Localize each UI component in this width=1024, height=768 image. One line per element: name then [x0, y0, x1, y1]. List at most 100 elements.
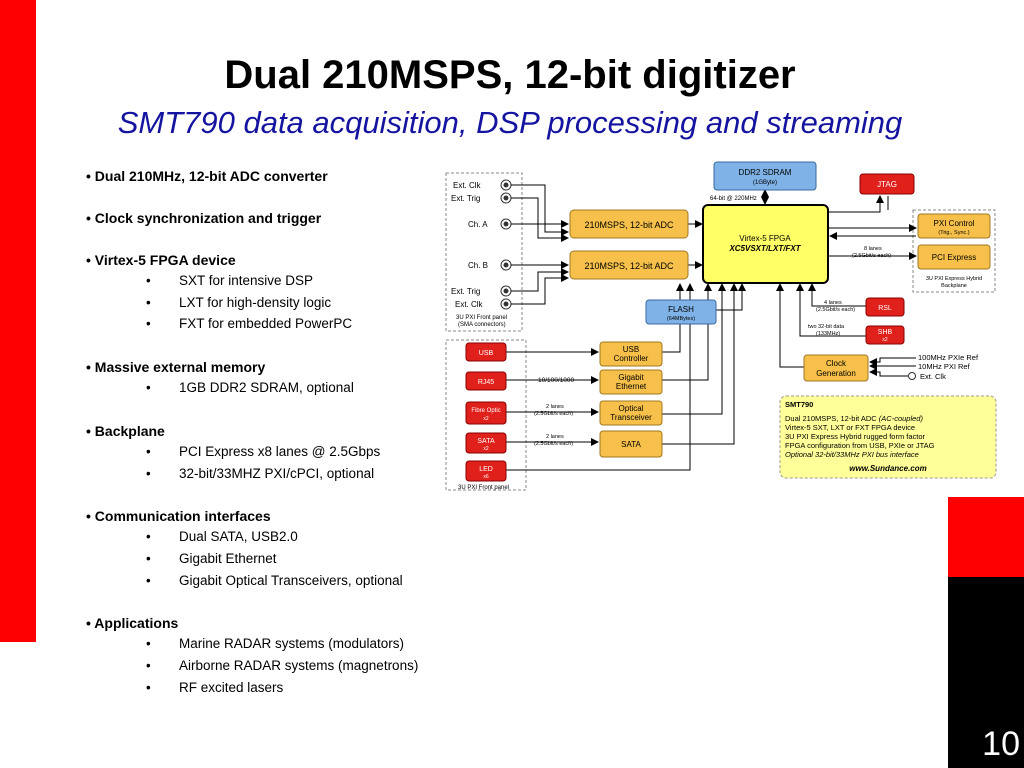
slide-subtitle: SMT790 data acquisition, DSP processing … [117, 105, 903, 140]
info-line: Dual 210MSPS, 12-bit ADC (AC-coupled) [785, 414, 923, 423]
info-title: SMT790 [785, 400, 813, 409]
pcie-lanes-label: 8 lanes [864, 246, 882, 252]
front-panel-bottom-label: 3U PXI Front panel [458, 485, 509, 491]
fibre-optic-port-block [465, 401, 507, 425]
bullet-list: • Dual 210MHz, 12-bit ADC converter • Cl… [86, 166, 446, 720]
info-line: FPGA configuration from USB, PXIe or JTA… [785, 441, 935, 450]
input-label: Ext. Clk [455, 300, 484, 309]
jtag-block [859, 173, 915, 195]
sub-bullet: Marine RADAR systems (modulators) [179, 636, 405, 652]
adc-b-block [569, 250, 689, 280]
pcie-lanes-label: (2.5Gbit/s each) [852, 253, 891, 259]
backplane-note: 3U PXI Express Hybrid [926, 276, 982, 282]
left-accent-bar [0, 0, 36, 642]
gigabit-ethernet-label: Ethernet [616, 382, 647, 391]
input-label: Ext. Clk [453, 181, 482, 190]
fpga-block [702, 204, 829, 284]
slide-title: Dual 210MSPS, 12-bit digitizer [224, 53, 796, 97]
usb-controller-block [599, 341, 663, 367]
sub-bullet: PCI Express x8 lanes @ 2.5Gbps [179, 443, 381, 459]
ddr2-label: DDR2 SDRAM [739, 168, 792, 177]
sub-bullet: Dual SATA, USB2.0 [179, 529, 298, 545]
input-label: Ext. Trig [451, 194, 480, 203]
backplane-boundary [912, 209, 996, 293]
gigabit-ethernet-block [599, 369, 663, 395]
port-sublabel: x6 [483, 474, 489, 480]
sata-label: SATA [621, 440, 641, 449]
ddr2-block [713, 161, 817, 191]
input-label: Ext. Trig [451, 287, 480, 296]
fpga-label: Virtex-5 FPGA [739, 234, 791, 243]
optical-transceiver-label: Transceiver [610, 413, 652, 422]
clock-generation-label: Generation [816, 369, 856, 378]
sub-bullet: 32-bit/33MHZ PXI/cPCI, optional [179, 465, 375, 481]
optical-transceiver-block [599, 400, 663, 426]
usb-controller-label: Controller [614, 354, 649, 363]
adc-a-label: 210MSPS, 12-bit ADC [584, 220, 674, 230]
optical-lanes-label: (2.5Gbit/s each) [534, 411, 573, 417]
shb-label: SHB [878, 329, 893, 336]
port-label: RJ45 [478, 379, 494, 386]
clock-generation-label: Clock [826, 359, 847, 368]
info-line: Virtex-5 SXT, LXT or FXT FPGA device [785, 423, 915, 432]
bullet-item: • Dual 210MHz, 12-bit ADC converter [86, 168, 328, 184]
bullet-heading: Backplane [94, 422, 165, 439]
rsl-block [865, 297, 905, 317]
bullet-item: • Backplane •PCI Express x8 lanes @ 2.5G… [86, 422, 381, 481]
bullet-item: • Clock synchronization and trigger [86, 210, 322, 226]
bullet-heading: Communication interfaces [94, 508, 271, 525]
pci-express-block [917, 244, 991, 270]
front-panel-sma-boundary [445, 172, 523, 332]
jtag-label: JTAG [877, 180, 897, 189]
bullet-item: • Massive external memory •1GB DDR2 SDRA… [86, 359, 354, 396]
port-label: LED [479, 466, 493, 473]
port-sublabel: x2 [483, 416, 489, 422]
ddr2-detail: (1GByte) [753, 180, 777, 186]
sub-bullet: Gigabit Ethernet [179, 550, 277, 566]
optical-transceiver-label: Optical [619, 404, 644, 413]
bullet-heading: Dual 210MHz, 12-bit ADC converter [94, 168, 328, 184]
info-url: www.Sundance.com [849, 464, 927, 473]
pxi-control-detail: (Trig., Sync.) [938, 230, 969, 236]
pxi-control-block [917, 213, 991, 239]
ext-clk-connector-icon [908, 372, 916, 380]
clock-input-label: Ext. Clk [920, 372, 946, 381]
backplane-note: Backplane [941, 283, 967, 289]
bullet-heading: Applications [94, 615, 179, 632]
rsl-label: RSL [878, 305, 892, 312]
optical-lanes-label: 2 lanes [546, 404, 564, 410]
clock-input-label: 10MHz PXI Ref [918, 362, 971, 371]
adc-b-label: 210MSPS, 12-bit ADC [584, 261, 674, 271]
front-panel-io-boundary [445, 339, 527, 491]
rsl-lanes-label: 4 lanes [824, 300, 842, 306]
sata-lanes-label: (2.5Gbit/s each) [534, 441, 573, 447]
corner-black-block [948, 577, 1024, 768]
port-sublabel: x2 [483, 446, 489, 452]
sata-port-block [465, 432, 507, 454]
bullet-item: • Applications •Marine RADAR systems (mo… [86, 615, 419, 695]
shb-bus-label: (133MHz) [816, 331, 840, 337]
bullet-item: • Virtex-5 FPGA device •SXT for intensiv… [86, 252, 353, 332]
sub-bullet: LXT for high-density logic [179, 294, 332, 310]
rj45-port-block [465, 371, 507, 391]
corner-red-block [948, 497, 1024, 577]
bullet-heading: Massive external memory [94, 359, 266, 376]
rsl-lanes-label: (2.5Gbit/s each) [816, 307, 855, 313]
shb-block [865, 325, 905, 345]
usb-controller-label: USB [623, 345, 639, 354]
sub-bullet: 1GB DDR2 SDRAM, optional [179, 380, 354, 396]
flash-block [645, 299, 717, 325]
sub-bullet: RF excited lasers [179, 679, 284, 695]
sub-bullet: FXT for embedded PowerPC [179, 316, 353, 332]
shb-detail: x2 [882, 337, 888, 343]
usb-port-block [465, 342, 507, 362]
sub-bullet: SXT for intensive DSP [179, 273, 314, 288]
sma-connector-icons [500, 179, 512, 310]
pxi-control-label: PXI Control [934, 219, 975, 228]
info-line: Optional 32-bit/33MHz PXI bus interface [785, 450, 919, 459]
front-panel-note: 3U PXI Front panel [456, 315, 507, 321]
adc-a-block [569, 209, 689, 239]
clock-input-label: 100MHz PXIe Ref [918, 353, 979, 362]
smt790-info-box [779, 395, 997, 479]
bullet-item: • Communication interfaces •Dual SATA, U… [86, 508, 403, 588]
